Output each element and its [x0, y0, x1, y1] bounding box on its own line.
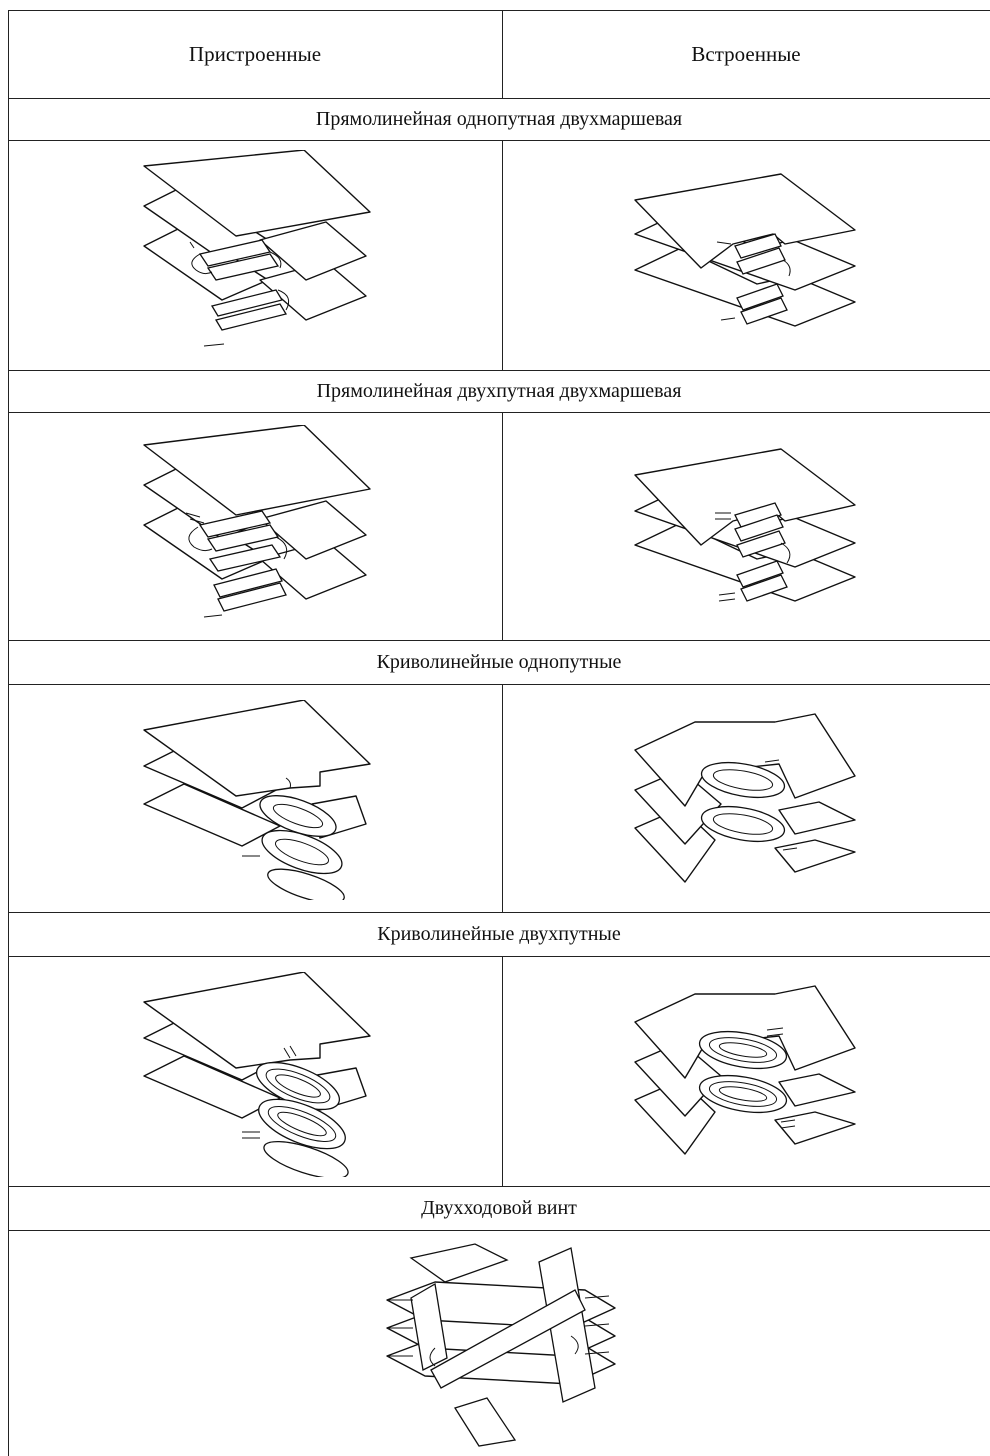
- section-title: Двухходовой винт: [421, 1196, 577, 1219]
- row-divider: [8, 412, 990, 413]
- row-divider: [8, 1230, 990, 1231]
- diagram-attached-curved-double: [130, 972, 390, 1177]
- section-title: Криволинейные двухпутные: [377, 922, 621, 945]
- diagram-builtin-curved-single: [625, 700, 865, 900]
- row-divider: [8, 140, 990, 141]
- diagram-builtin-curved-double: [625, 972, 865, 1177]
- column-divider: [502, 140, 503, 370]
- row-divider: [8, 956, 990, 957]
- row-divider: [8, 98, 990, 99]
- diagram-attached-straight-single: [130, 150, 390, 360]
- header-divider: [502, 10, 503, 98]
- section-title: Криволинейные однопутные: [376, 650, 622, 673]
- column-divider: [502, 684, 503, 912]
- header-built-in: Встроенные: [691, 41, 801, 66]
- diagram-attached-straight-double: [130, 425, 390, 630]
- section-title: Прямолинейная двухпутная двухмаршевая: [316, 379, 682, 402]
- table-top-border: [8, 10, 990, 11]
- table-left-border: [8, 10, 9, 1456]
- row-divider: [8, 1186, 990, 1187]
- row-divider: [8, 640, 990, 641]
- row-divider: [8, 912, 990, 913]
- row-divider: [8, 684, 990, 685]
- diagram-builtin-straight-double: [625, 425, 865, 630]
- row-divider: [8, 370, 990, 371]
- header-attached: Пристроенные: [188, 41, 322, 66]
- column-divider: [502, 956, 503, 1186]
- diagram-double-helix-screw: [375, 1238, 635, 1448]
- section-title: Прямолинейная однопутная двухмаршевая: [315, 107, 683, 130]
- diagram-attached-curved-single: [130, 700, 390, 900]
- column-divider: [502, 412, 503, 640]
- diagram-builtin-straight-single: [625, 150, 865, 360]
